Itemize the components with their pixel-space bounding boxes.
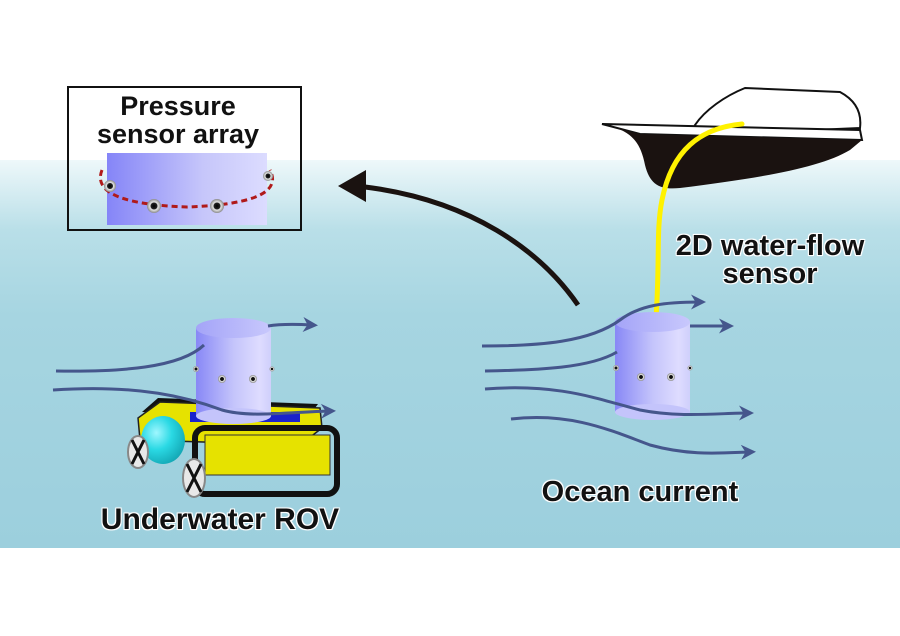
pressure-port-icon <box>104 180 116 192</box>
pressure-port-icon <box>637 373 645 381</box>
pressure-label-line1: Pressure <box>120 91 236 121</box>
pressure-port-icon <box>687 365 693 371</box>
flow-arrow <box>481 294 706 348</box>
water-flow-sensor-cylinder <box>613 312 693 420</box>
rov-dome <box>141 416 185 464</box>
pressure-port-icon <box>269 366 275 372</box>
pointer-arrow <box>338 170 581 307</box>
pressure-port-icon <box>667 373 675 381</box>
rov-wheel-icon <box>182 458 206 498</box>
pressure-port-icon <box>218 375 226 383</box>
rov-flow-lines <box>52 316 336 419</box>
flow-arrow <box>484 386 754 421</box>
flow-arrow <box>52 387 336 419</box>
flow-arrow <box>484 350 618 373</box>
ocean-flow-lines <box>481 294 756 460</box>
pressure-port-icon <box>613 365 619 371</box>
pressure-port-icon <box>210 199 224 213</box>
underwater-rov-label: Underwater ROV <box>100 503 340 536</box>
boat-hull <box>602 124 862 189</box>
pressure-sensor-inset <box>67 86 302 231</box>
pressure-label-line2: sensor array <box>96 119 260 149</box>
rov-sensor-cylinder <box>193 318 275 424</box>
pressure-port-icon <box>249 375 257 383</box>
inset-cylinder <box>107 153 267 225</box>
water-flow-label-line2: sensor <box>722 258 818 290</box>
flow-arrow <box>267 316 318 332</box>
pressure-port-icon <box>147 199 161 213</box>
flow-arrow <box>55 343 206 373</box>
pressure-port-icon <box>263 171 273 181</box>
sensor-cable <box>653 121 745 321</box>
pressure-sensor-array-label: Pressure sensor array <box>68 92 288 148</box>
water-flow-sensor-label: 2D water-flow sensor <box>650 230 890 290</box>
water-flow-label-line1: 2D water-flow <box>675 230 865 262</box>
flow-arrow <box>510 415 756 460</box>
pressure-port-icon <box>193 366 199 372</box>
rov-wheel-icon <box>127 435 149 469</box>
ocean-current-label: Ocean current <box>541 476 739 508</box>
